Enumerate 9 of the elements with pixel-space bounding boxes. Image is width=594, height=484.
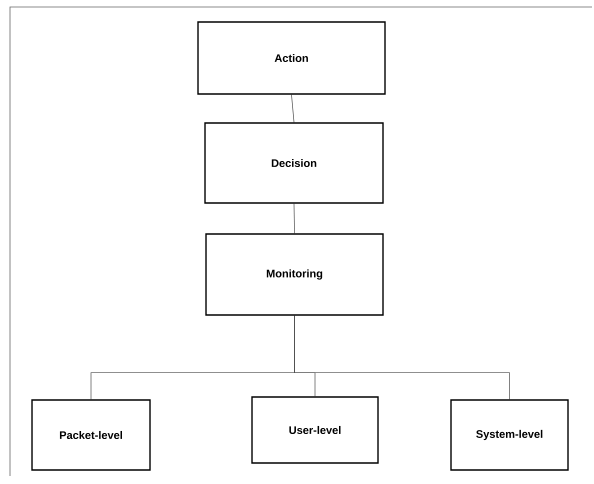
process-box: Packet-level — [31, 399, 151, 471]
connector-line — [294, 315, 510, 400]
connector-line — [291, 94, 294, 123]
process-box: Monitoring — [205, 233, 384, 316]
process-box: Decision — [204, 122, 384, 204]
connector-line — [294, 203, 295, 234]
process-box: System-level — [450, 399, 569, 471]
process-box: User-level — [251, 396, 379, 464]
process-box: Action — [197, 21, 386, 95]
